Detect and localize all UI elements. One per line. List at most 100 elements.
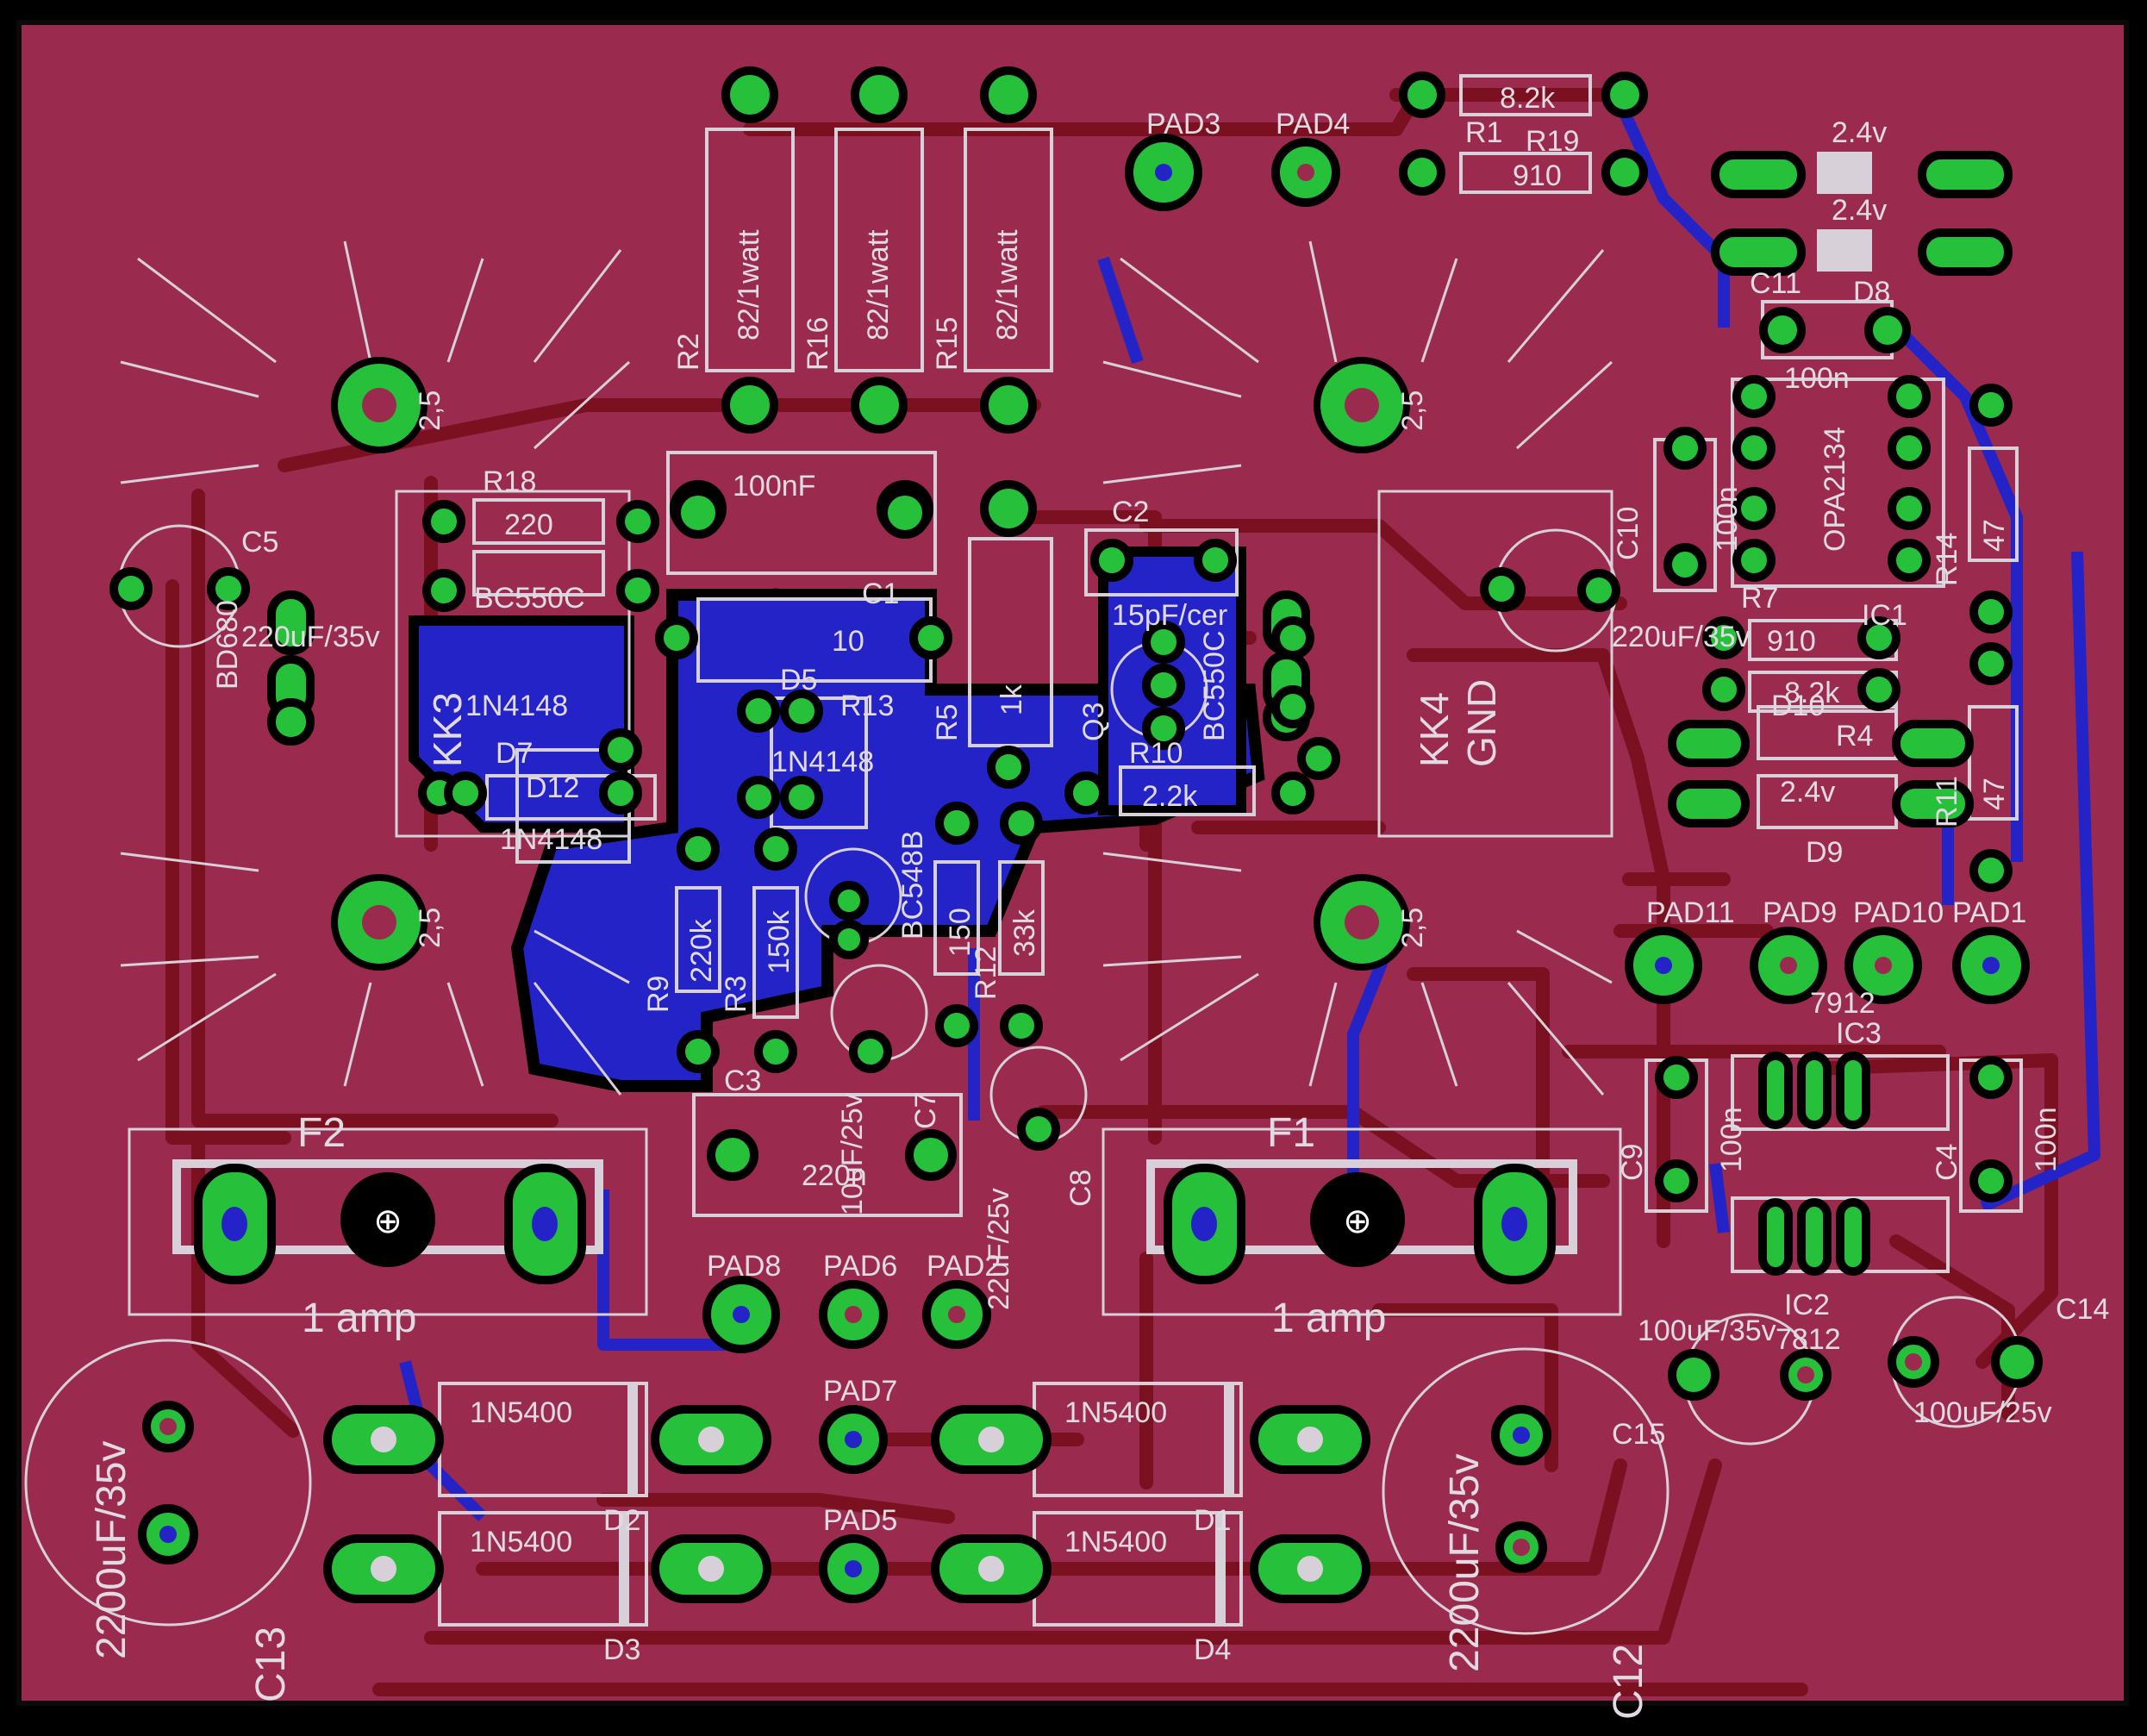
label-ic1: IC1 <box>1862 599 1907 632</box>
diode-cathode-bars <box>619 1383 1234 1625</box>
label-bc548b: BC548B <box>896 830 929 940</box>
label-c11-value: 100n <box>1784 362 1850 395</box>
label-ic3: IC3 <box>1836 1017 1882 1050</box>
label-d2: D2 <box>603 1504 640 1537</box>
label-f1: F1 <box>1267 1110 1315 1156</box>
label-c2-value: 15pF/cer <box>1112 599 1227 632</box>
label-pad10: PAD10 <box>1853 896 1944 929</box>
label-d12-value: 1N4148 <box>465 690 568 722</box>
label-q3-value: BC550C <box>1198 630 1231 741</box>
heatsink-kk4-right <box>1102 240 1613 1096</box>
label-c1-value: 10 <box>832 625 864 658</box>
label-d7-left: D7 <box>496 737 533 770</box>
label-r4-value: 8.2k <box>1784 677 1840 709</box>
label-d1: D1 <box>1194 1504 1231 1537</box>
label-ic2-value: 7812 <box>1776 1323 1841 1356</box>
label-d9: D9 <box>1806 836 1843 869</box>
label-c7-value: 10uF/25v <box>836 1093 869 1215</box>
label-c10-value: 100n <box>1711 486 1744 552</box>
label-c8: C8 <box>1064 1170 1097 1207</box>
label-c8-value: 22uF/25v <box>983 1188 1015 1310</box>
label-bd680: BD680 <box>211 600 244 690</box>
label-f1-value: 1 amp <box>1271 1296 1386 1341</box>
label-r15: R15 <box>931 317 964 371</box>
label-c13: C13 <box>248 1627 294 1702</box>
label-heatsink-hole-1: 2,5 <box>414 390 446 431</box>
label-r10: R10 <box>1129 737 1183 770</box>
label-r11: R11 <box>1931 776 1963 827</box>
label-heatsink-hole-4: 2,5 <box>1396 908 1429 948</box>
label-r5-value: 1k <box>995 684 1028 715</box>
label-c14: C14 <box>2056 1293 2109 1326</box>
label-r3: R3 <box>720 976 752 1013</box>
label-pad4: PAD4 <box>1276 108 1350 141</box>
label-pad5: PAD5 <box>823 1504 897 1537</box>
label-f2: F2 <box>297 1110 346 1156</box>
capacitor-outlines <box>24 524 2023 1635</box>
label-pad1: PAD1 <box>1952 896 2026 929</box>
label-d5: D5 <box>780 664 817 696</box>
label-heatsink-hole-2: 2,5 <box>414 908 446 948</box>
label-r12: R12 <box>970 946 1002 1000</box>
label-c12-value: 2200uF/35v <box>1442 1453 1488 1672</box>
label-pad11: PAD11 <box>1646 896 1735 929</box>
label-c7: C7 <box>909 1092 942 1129</box>
label-ic2: IC2 <box>1784 1289 1830 1321</box>
label-r15-value: 82/1watt <box>991 229 1024 340</box>
label-r1: R1 <box>1465 116 1502 149</box>
label-bc550c-q: BC550C <box>474 582 585 615</box>
label-c15: C15 <box>1612 1418 1665 1451</box>
label-r6-value: 33k <box>1008 909 1041 957</box>
fuse-holders: ⊕ ⊕ <box>128 1127 1622 1316</box>
label-d12: D12 <box>526 771 579 804</box>
svg-text:⊕: ⊕ <box>373 1202 403 1240</box>
label-r10-value: 2.2k <box>1142 780 1198 813</box>
label-d9-value: 2.4v <box>1780 776 1835 809</box>
label-r2: R2 <box>672 334 705 371</box>
label-d4: D4 <box>1194 1633 1231 1666</box>
label-r9-value: 220k <box>685 918 718 983</box>
label-r13: R13 <box>840 690 894 722</box>
label-d3: D3 <box>603 1633 640 1666</box>
label-q3: Q3 <box>1077 703 1110 741</box>
label-d10: D10 <box>1771 690 1825 722</box>
label-c5: C5 <box>241 526 278 559</box>
label-r5: R5 <box>931 704 964 741</box>
label-r19-value: 910 <box>1513 159 1562 192</box>
label-kk3: KK3 <box>425 692 470 767</box>
label-r19: R19 <box>1526 125 1579 158</box>
label-c5-value: 220uF/35v <box>241 621 380 653</box>
label-r11-value: 47 <box>1978 777 2011 810</box>
label-gnd: GND <box>1459 679 1504 767</box>
label-r12-value: 150 <box>944 908 977 957</box>
label-d7-value: 2.4v <box>1832 194 1887 227</box>
label-c100nf: 100nF <box>733 470 815 503</box>
label-r18-value: 220 <box>504 509 553 541</box>
label-d6-value: 2.4v <box>1832 116 1887 149</box>
label-r14-value: 47 <box>1978 519 2011 552</box>
round-pads <box>109 66 2043 1603</box>
label-r2-value: 82/1watt <box>733 229 765 340</box>
label-pad3: PAD3 <box>1146 108 1220 141</box>
label-pad6: PAD6 <box>823 1250 897 1283</box>
mounting-holes <box>331 357 1410 971</box>
label-r7: R7 <box>1741 582 1778 615</box>
label-d4-value: 1N5400 <box>1064 1526 1167 1558</box>
label-ic3-value: 7912 <box>1810 987 1876 1020</box>
label-c9-value: 100n <box>1715 1107 1748 1172</box>
label-c2: C2 <box>1112 496 1149 528</box>
label-d3-value: 1N5400 <box>470 1526 572 1558</box>
label-f2-value: 1 amp <box>302 1296 416 1341</box>
label-r7-value: 910 <box>1767 625 1816 658</box>
label-c3: C3 <box>724 1065 761 1097</box>
label-opa2134: OPA2134 <box>1819 427 1851 552</box>
label-c1: C1 <box>862 578 899 610</box>
label-c13-value: 2200uF/35v <box>89 1440 134 1659</box>
label-d5-value: 1N4148 <box>771 746 874 778</box>
label-r1-value: 8.2k <box>1500 82 1556 115</box>
label-heatsink-hole-3: 2,5 <box>1396 390 1429 431</box>
label-r3-value: 150k <box>763 909 796 974</box>
label-r4: R4 <box>1836 720 1873 752</box>
label-r9: R9 <box>642 976 675 1013</box>
